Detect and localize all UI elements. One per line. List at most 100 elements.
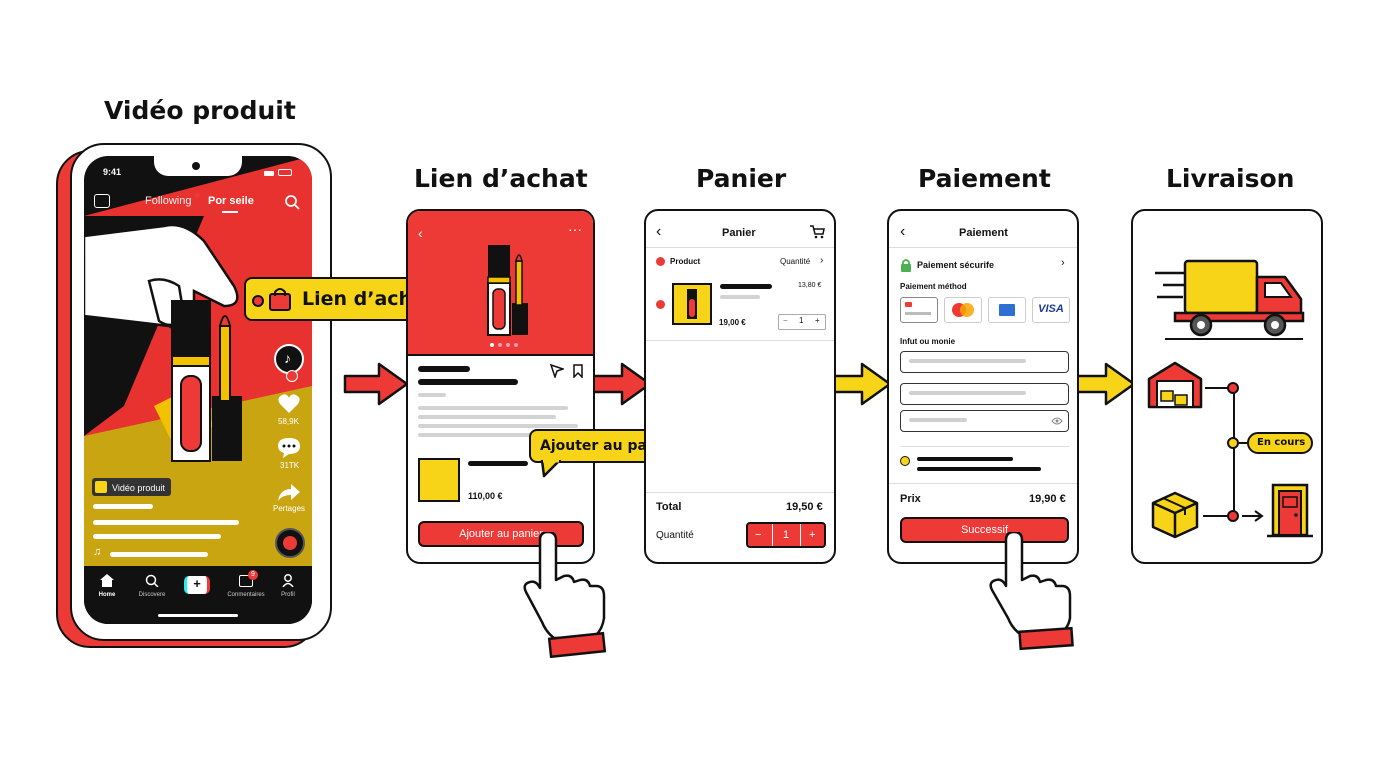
minus-button[interactable]: − (755, 529, 762, 541)
price-label: Prix (900, 493, 921, 505)
notification-badge: 9 (248, 570, 258, 580)
title-payment: Paiement (918, 164, 1051, 193)
create-button[interactable]: + (184, 576, 210, 594)
card-option-amex[interactable] (988, 297, 1026, 323)
arrow-1 (343, 362, 409, 406)
route-node-end (1227, 510, 1239, 522)
home-icon (100, 574, 114, 587)
section-divider (900, 446, 1069, 447)
card-option-visa[interactable]: VISA (1032, 297, 1070, 323)
cart-header: Panier (722, 227, 756, 239)
card-option-generic[interactable] (900, 297, 938, 323)
likes-count: 58,9K (278, 417, 299, 426)
route-node-current (1227, 437, 1239, 449)
route-vertical (1233, 389, 1235, 515)
hand-pointer-icon (989, 532, 1074, 651)
product-screen: ‹ ··· 110,00 € Ajouter au panier (406, 209, 595, 564)
plus-button[interactable]: + (809, 529, 816, 541)
shopping-bag-icon (269, 288, 291, 311)
terms-line-1 (917, 457, 1013, 461)
back-icon[interactable]: ‹ (418, 225, 423, 241)
card-cvv-field[interactable] (900, 410, 1069, 432)
quantity-label: Quantité (656, 530, 694, 541)
chevron-right-icon[interactable]: › (1061, 257, 1065, 269)
title-cart: Panier (696, 164, 787, 193)
tag-hole (252, 295, 264, 307)
home-indicator (158, 614, 238, 617)
title-video: Vidéo produit (104, 96, 296, 125)
nav-comments[interactable]: Conmentaires (224, 574, 268, 598)
header-divider (646, 247, 834, 248)
select-all-check[interactable] (656, 257, 665, 266)
arrow-right-icon (1242, 510, 1264, 522)
search-icon[interactable] (284, 194, 300, 210)
comments-count: 31TK (280, 461, 300, 470)
send-icon[interactable] (550, 364, 564, 378)
card-option-mastercard[interactable] (944, 297, 982, 323)
payment-method-label: Paiement méthod (900, 282, 967, 291)
quantity-stepper[interactable]: − 1 + (746, 522, 826, 548)
item-qty-stepper[interactable]: − 1 + (778, 314, 826, 330)
caption-line-3 (93, 534, 221, 539)
profile-icon (282, 574, 294, 588)
item-unit-price: 13,80 € (798, 282, 822, 289)
star-icon (95, 481, 107, 493)
chevron-right-icon[interactable]: › (820, 255, 824, 266)
summary-divider (889, 483, 1077, 484)
back-icon[interactable]: ‹ (656, 223, 662, 240)
comment-icon[interactable] (277, 436, 301, 458)
share-icon[interactable] (277, 482, 301, 502)
bookmark-icon[interactable] (572, 364, 584, 378)
route-line-top (1205, 387, 1229, 389)
lock-icon (901, 259, 911, 272)
nav-home[interactable]: Home (94, 574, 120, 598)
delivery-screen: En cours (1131, 209, 1323, 564)
item-name-line (720, 284, 772, 289)
terms-line-2 (917, 467, 1041, 471)
item-variant-line (720, 295, 760, 299)
nav-discover[interactable]: Discovere (134, 574, 170, 598)
heart-icon[interactable] (277, 392, 301, 414)
route-line-bottom (1203, 515, 1227, 517)
payment-header: Paiement (959, 227, 1008, 239)
card-name-field[interactable] (900, 383, 1069, 405)
back-icon[interactable]: ‹ (900, 223, 906, 240)
title-link: Lien d’achat (414, 164, 588, 193)
carousel-dots (490, 343, 520, 347)
phone-notch (154, 156, 242, 176)
arrow-4 (1070, 362, 1136, 406)
share-label: Pertages (273, 504, 306, 513)
pay-button[interactable]: Successif (900, 517, 1069, 543)
live-icon[interactable] (94, 194, 110, 208)
cart-screen: ‹ Panier Product Quantité › 13,80 € 19,0… (644, 209, 836, 564)
more-icon[interactable]: ··· (568, 221, 582, 237)
product-meta-line (418, 393, 446, 397)
terms-check[interactable] (900, 456, 910, 466)
total-label: Total (656, 501, 682, 513)
item-thumbnail (672, 283, 712, 325)
nav-profile[interactable]: Profil (276, 574, 300, 598)
creator-avatar[interactable]: ♪ (274, 344, 304, 382)
music-disc[interactable] (275, 528, 305, 558)
route-connector (1239, 442, 1247, 444)
add-to-cart-button[interactable]: Ajouter au panier (418, 521, 584, 547)
product-hero: ‹ ··· (408, 211, 593, 356)
inbox-icon (239, 575, 253, 587)
package-icon (1151, 491, 1199, 539)
card-number-field[interactable] (900, 351, 1069, 373)
lipstick-thumb (687, 289, 697, 319)
eye-icon[interactable] (1051, 417, 1063, 425)
status-icons (264, 168, 294, 176)
price-value: 19,90 € (1029, 493, 1066, 505)
header-divider (889, 247, 1077, 248)
video-product-tag[interactable]: Vidéo produit (92, 478, 171, 496)
tab-underline (222, 211, 238, 213)
bottom-nav: Home Discovere + Conmentaires 9 Profil (84, 568, 312, 624)
music-track-line (110, 552, 208, 557)
tab-for-you[interactable]: Por seile (208, 195, 254, 207)
desc-line-3 (418, 424, 578, 428)
item-check[interactable] (656, 300, 665, 309)
variant-swatch[interactable] (418, 458, 460, 502)
tab-following[interactable]: Following (145, 195, 192, 207)
cart-icon[interactable] (809, 225, 825, 239)
